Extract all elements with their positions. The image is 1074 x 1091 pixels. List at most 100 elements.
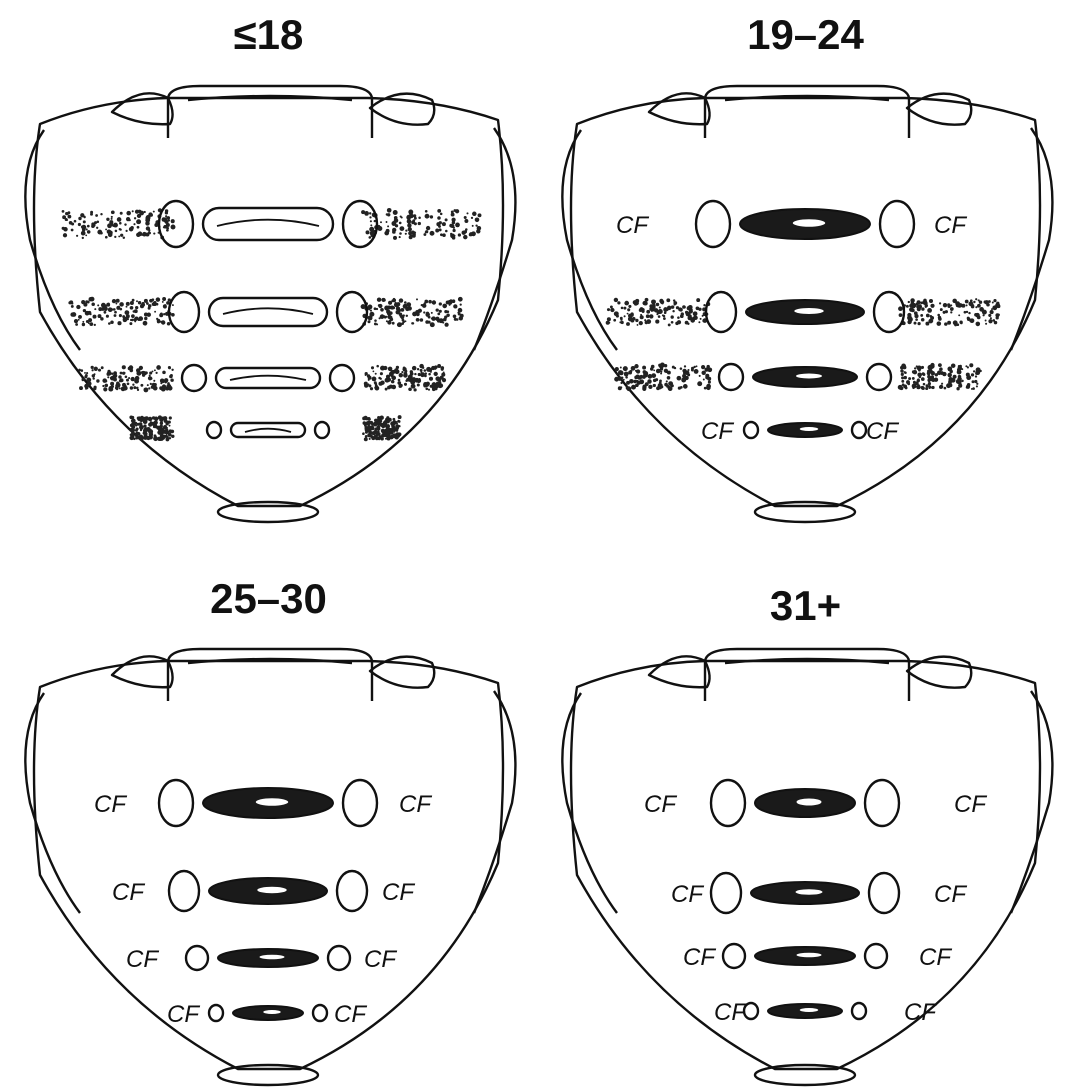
cf-label-right: CF xyxy=(934,212,967,239)
stipple-dot xyxy=(75,323,78,326)
stipple-dot xyxy=(387,208,392,213)
disc-inner-line xyxy=(230,376,306,380)
promontory xyxy=(705,649,909,701)
stipple-dot xyxy=(94,308,96,310)
stipple-dot xyxy=(143,387,148,392)
stipple-dot xyxy=(86,320,89,323)
stipple-dot xyxy=(921,318,925,322)
stipple-dot xyxy=(401,308,405,312)
stipple-dot xyxy=(130,424,133,427)
stipple-dot xyxy=(152,298,155,301)
stipple-dot xyxy=(120,212,123,215)
stipple-dot xyxy=(87,230,91,234)
stipple-dot xyxy=(642,310,645,313)
stipple-dot xyxy=(961,304,965,308)
stipple-dot xyxy=(380,366,385,371)
stipple-dot xyxy=(627,313,629,315)
stipple-dot xyxy=(460,303,462,305)
sacral-foramen-left xyxy=(182,365,206,391)
stipple-dot xyxy=(988,314,991,317)
stipple-dot xyxy=(63,233,67,237)
stipple-dot xyxy=(133,386,136,389)
stipple-dot xyxy=(130,301,134,305)
stipple-dot xyxy=(140,435,142,437)
stipple-dot xyxy=(906,305,909,308)
stipple-dot xyxy=(117,321,121,325)
stipple-dot xyxy=(958,384,962,388)
stipple-dot xyxy=(668,323,671,326)
stipple-dot xyxy=(922,300,927,305)
stipple-dot xyxy=(137,389,139,391)
stipple-dot xyxy=(364,424,367,427)
stipple-dot xyxy=(82,323,85,326)
stipple-dot xyxy=(86,228,88,230)
stipple-dot xyxy=(87,225,90,228)
stipple-dot xyxy=(415,378,420,383)
stipple-dot xyxy=(133,310,135,312)
stipple-dot xyxy=(691,369,694,372)
cf-label-right: CF xyxy=(399,791,432,818)
stipple-dot xyxy=(386,436,390,440)
stipple-dot xyxy=(158,415,162,419)
stipple-dot xyxy=(71,305,74,308)
stipple-dot xyxy=(658,309,663,314)
stipple-dot xyxy=(941,383,943,385)
stipple-dot xyxy=(76,235,78,237)
stipple-dot xyxy=(413,231,415,233)
stipple-dot xyxy=(370,220,372,222)
stipple-dot xyxy=(975,306,977,308)
stipple-dot xyxy=(146,302,149,305)
stipple-dot xyxy=(426,226,430,230)
stipple-dot xyxy=(91,369,93,371)
stipple-dot xyxy=(423,233,426,236)
stipple-dot xyxy=(699,375,701,377)
stipple-dot xyxy=(81,300,85,304)
stipple-dot xyxy=(403,366,406,369)
stipple-dot xyxy=(903,385,907,389)
sacrum-diagram: CFCFCFCFCFCFCFCF xyxy=(537,545,1074,1090)
sacral-foramen-right xyxy=(343,780,377,826)
stipple-dot xyxy=(687,369,689,371)
stipple-dot xyxy=(118,235,120,237)
stipple-dot xyxy=(449,224,453,228)
stipple-dot xyxy=(388,367,393,372)
stipple-dot xyxy=(979,307,984,312)
stipple-dot xyxy=(396,302,400,306)
disc-highlight xyxy=(800,427,819,431)
stipple-dot xyxy=(372,377,377,382)
stipple-dot xyxy=(165,211,168,214)
disc-highlight xyxy=(797,799,822,806)
stipple-dot xyxy=(930,304,934,308)
stipple-dot xyxy=(393,431,395,433)
stipple-dot xyxy=(908,377,911,380)
stipple-dot xyxy=(966,385,970,389)
stipple-dot xyxy=(119,228,121,230)
stipple-dot xyxy=(916,305,919,308)
stipple-dot xyxy=(115,230,118,233)
stipple-dot xyxy=(923,383,926,386)
stipple-dot xyxy=(607,317,611,321)
stipple-dot xyxy=(114,236,116,238)
stipple-dot xyxy=(150,377,153,380)
stipple-dot xyxy=(914,322,917,325)
stipple-dot xyxy=(147,313,151,317)
stipple-dot xyxy=(697,381,702,386)
stipple-dot xyxy=(454,235,456,237)
stipple-dot xyxy=(62,210,65,213)
stipple-dot xyxy=(968,312,970,314)
stipple-dot xyxy=(401,216,403,218)
stipple-dot xyxy=(385,378,390,383)
stipple-dot xyxy=(420,371,422,373)
stipple-dot xyxy=(140,429,142,431)
stipple-dot xyxy=(939,302,941,304)
stipple-dot xyxy=(703,379,705,381)
stipple-dot xyxy=(153,211,155,213)
stipple-dot xyxy=(107,371,112,376)
stipple-dot xyxy=(618,370,623,375)
cf-label-left: CF xyxy=(714,999,747,1026)
stipple-dot xyxy=(921,377,925,381)
stipple-dot xyxy=(385,388,388,391)
stipple-dot xyxy=(82,321,84,323)
stipple-dot xyxy=(149,432,154,437)
stipple-dot xyxy=(143,428,148,433)
